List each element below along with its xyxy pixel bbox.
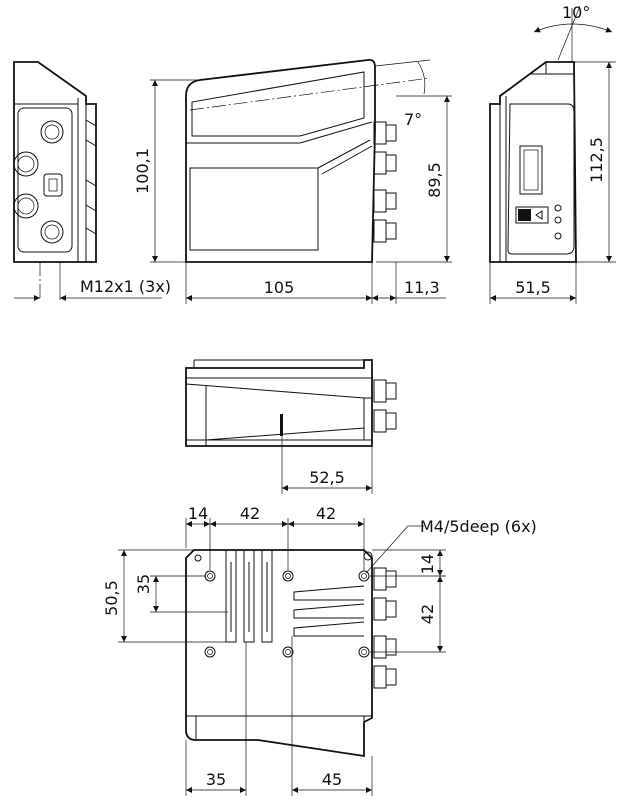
dim-42-a: 42 xyxy=(240,504,260,523)
m12-connector-front-4 xyxy=(373,219,397,243)
dim-89-5: 89,5 xyxy=(425,162,444,198)
status-led-2 xyxy=(554,216,562,224)
top-view: 52,5 xyxy=(185,359,397,494)
dim-11-3: 11,3 xyxy=(404,278,440,297)
usb-port xyxy=(43,173,63,197)
m12-connector-bottom-3 xyxy=(373,635,397,659)
status-led-3 xyxy=(554,232,562,240)
front-view: 100,1 89,5 7° 105 11,3 xyxy=(133,58,452,304)
dim-112-5: 112,5 xyxy=(587,137,606,183)
m12-connector-4 xyxy=(40,220,64,244)
m12-connector-1 xyxy=(40,120,64,144)
control-buttons xyxy=(515,206,549,224)
dim-45-bottom: 45 xyxy=(322,770,342,789)
m12-connector-2 xyxy=(13,151,39,177)
dim-thread-label: M12x1 (3x) xyxy=(80,277,171,296)
cooling-fins-horizontal xyxy=(293,585,365,637)
m12-connector-front-2 xyxy=(373,151,397,175)
cooling-fins-vertical xyxy=(225,550,273,643)
dim-14-right: 14 xyxy=(418,554,437,574)
m12-connector-front-3 xyxy=(373,189,397,213)
left-end-view: M12x1 (3x) xyxy=(13,61,171,301)
m12-connector-bottom-4 xyxy=(373,665,397,689)
m12-connector-top-1 xyxy=(373,379,397,403)
dim-35-left: 35 xyxy=(134,574,153,594)
dim-10-deg: 10° xyxy=(562,3,590,22)
mount-holes-callout: M4/5deep (6x) xyxy=(420,517,537,536)
dim-51-5: 51,5 xyxy=(515,278,551,297)
mounting-holes xyxy=(194,551,373,658)
m12-connector-3 xyxy=(13,193,39,219)
dim-52-5: 52,5 xyxy=(309,468,345,487)
m12-connector-bottom-2 xyxy=(373,597,397,621)
dim-42-right: 42 xyxy=(418,604,437,624)
bottom-view: 14 42 42 M4/5deep (6x) 50,5 35 14 42 35 … xyxy=(102,504,537,796)
status-led-1 xyxy=(554,204,562,212)
m12-connector-front-1 xyxy=(373,121,397,145)
m12-connector-bottom-1 xyxy=(373,567,397,591)
dim-100-1: 100,1 xyxy=(133,148,152,194)
dim-42-b: 42 xyxy=(316,504,336,523)
dim-14-top: 14 xyxy=(188,504,208,523)
dim-50-5: 50,5 xyxy=(102,580,121,616)
dim-105: 105 xyxy=(264,278,295,297)
dim-35-bottom: 35 xyxy=(206,770,226,789)
right-side-view: 112,5 10° 51,5 xyxy=(489,3,616,304)
dim-7-deg: 7° xyxy=(404,110,422,129)
m12-connector-top-2 xyxy=(373,409,397,433)
status-display xyxy=(519,145,543,195)
